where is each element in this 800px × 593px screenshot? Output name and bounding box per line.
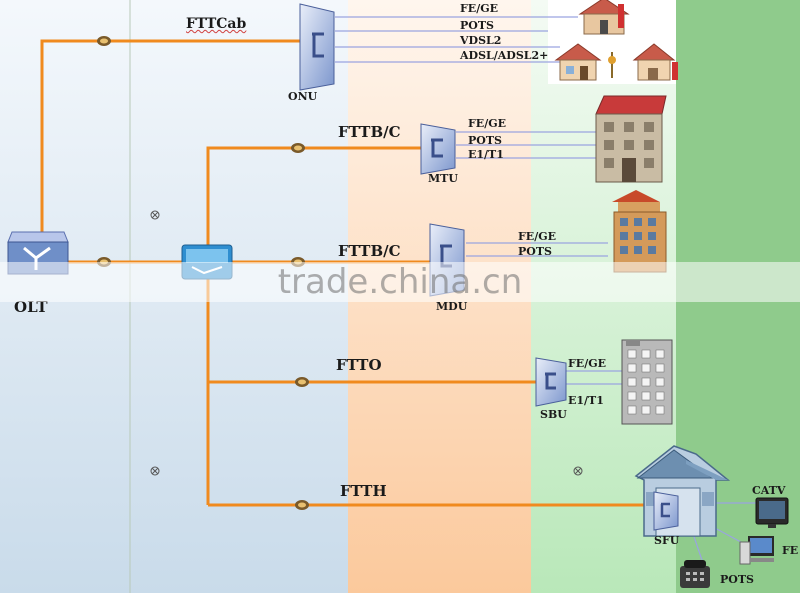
fiber-fttcab: [40, 39, 300, 248]
ftto-label: FTTO: [336, 356, 382, 374]
fiber-fttbc-1: [206, 146, 425, 255]
office-building-icon: [595, 95, 667, 183]
sfu-port-label: CATV: [752, 484, 786, 497]
mtu-port-label: POTS: [468, 134, 502, 147]
olt-label: OLT: [14, 298, 48, 316]
mdu-port-label: FE/GE: [518, 230, 556, 243]
sbu-label: SBU: [540, 408, 567, 421]
sfu-label: SFU: [654, 534, 680, 547]
sbu-port-label: E1/T1: [568, 394, 604, 407]
mdu-label: MDU: [436, 300, 468, 313]
fttcab-label: FTTCab: [186, 16, 247, 32]
sbu-port-label: FE/GE: [568, 357, 606, 370]
mdu-port-label: POTS: [518, 245, 552, 258]
fttbc-label: FTTB/C: [338, 242, 401, 260]
mtu-port-label: E1/T1: [468, 148, 504, 161]
ftth-label: FTTH: [340, 482, 387, 500]
apartment-tower-icon: [612, 190, 667, 273]
office-building-icon: [621, 339, 673, 425]
onu-label: ONU: [288, 90, 318, 103]
splitter-icon: [573, 466, 583, 476]
house-icon: [554, 43, 602, 81]
splitter-icon: [150, 466, 160, 476]
watermark: trade.china.cn: [0, 262, 800, 302]
house-icon: [578, 0, 630, 35]
house-icon: [632, 43, 678, 81]
onu-device-icon: [299, 3, 335, 91]
sfu-port-label: FE: [782, 544, 799, 557]
mtu-port-label: FE/GE: [468, 117, 506, 130]
connector-icon: [291, 143, 305, 153]
tv-icon: [755, 497, 789, 528]
connector-icon: [295, 500, 309, 510]
onu-port-label: ADSL/ADSL2+: [460, 49, 549, 62]
mtu-device-icon: [420, 123, 456, 175]
mtu-label: MTU: [428, 172, 458, 185]
sbu-device-icon: [535, 357, 567, 407]
tree-icon: [608, 52, 616, 78]
onu-port-label: FE/GE: [460, 2, 498, 15]
sfu-port-label: POTS: [720, 573, 754, 586]
onu-port-label: VDSL2: [460, 34, 502, 47]
connector-icon: [295, 377, 309, 387]
sfu-device-icon: [653, 491, 679, 531]
splitter-icon: [150, 210, 160, 220]
splitter-marks: [150, 210, 583, 476]
onu-port-label: POTS: [460, 19, 494, 32]
telephone-icon: [680, 560, 710, 588]
computer-icon: [739, 536, 774, 565]
fttbc-label: FTTB/C: [338, 123, 401, 141]
connector-icon: [97, 36, 111, 46]
